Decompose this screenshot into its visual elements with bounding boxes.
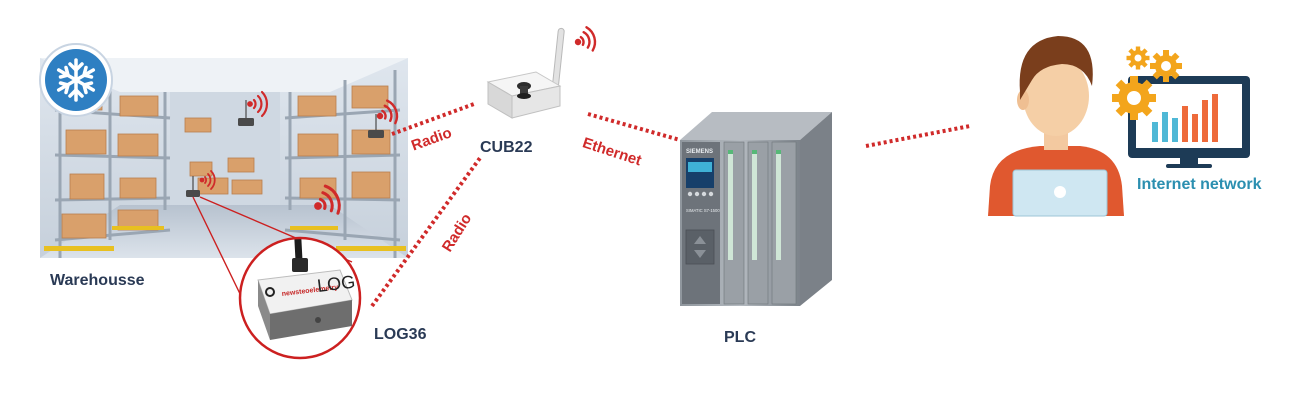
internet-network-label: Internet network	[1137, 176, 1262, 193]
wifi-signal-icon	[376, 99, 399, 125]
plc-brand-text: SIEMENS	[686, 149, 713, 155]
wifi-signal-icon	[314, 184, 341, 215]
plc-label: PLC	[724, 329, 756, 346]
plc-model-text: SIMATIC S7-1500	[686, 208, 720, 213]
link-log36-cub22	[370, 156, 482, 308]
warehouse-label: Warehousse	[50, 272, 145, 289]
link-plc-network	[865, 124, 971, 148]
snowflake-icon	[56, 58, 96, 102]
zoom-circle	[238, 236, 362, 360]
plc-device: SIEMENS SIMATIC S7-1500	[680, 112, 832, 306]
wifi-signal-icon	[199, 170, 216, 190]
log36-device-text: LOG	[316, 271, 356, 295]
sensor-icon	[186, 190, 200, 197]
cub22-device	[486, 27, 565, 119]
gear-icon	[1126, 46, 1150, 70]
log36-label: LOG36	[374, 326, 427, 343]
sensor-icon	[238, 118, 254, 126]
gear-icon	[1150, 50, 1182, 82]
sensor-icon	[368, 130, 384, 138]
brand-logo-icon	[265, 287, 275, 297]
gear-icon	[1112, 76, 1156, 120]
io-modules	[723, 141, 797, 305]
link-cub22-plc	[587, 112, 681, 142]
snowflake-badge	[39, 43, 113, 117]
user-illustration	[988, 36, 1124, 217]
wifi-signal-icon	[574, 26, 597, 52]
user-face	[1023, 56, 1089, 136]
link-warehouse-cub22	[391, 102, 475, 136]
user-hair	[1019, 36, 1093, 100]
bar-chart-icon	[1152, 94, 1218, 142]
cub22-label: CUB22	[480, 139, 533, 156]
log36-device: newsteoelemetry LOG	[238, 236, 362, 360]
wifi-signal-icon	[247, 90, 269, 118]
